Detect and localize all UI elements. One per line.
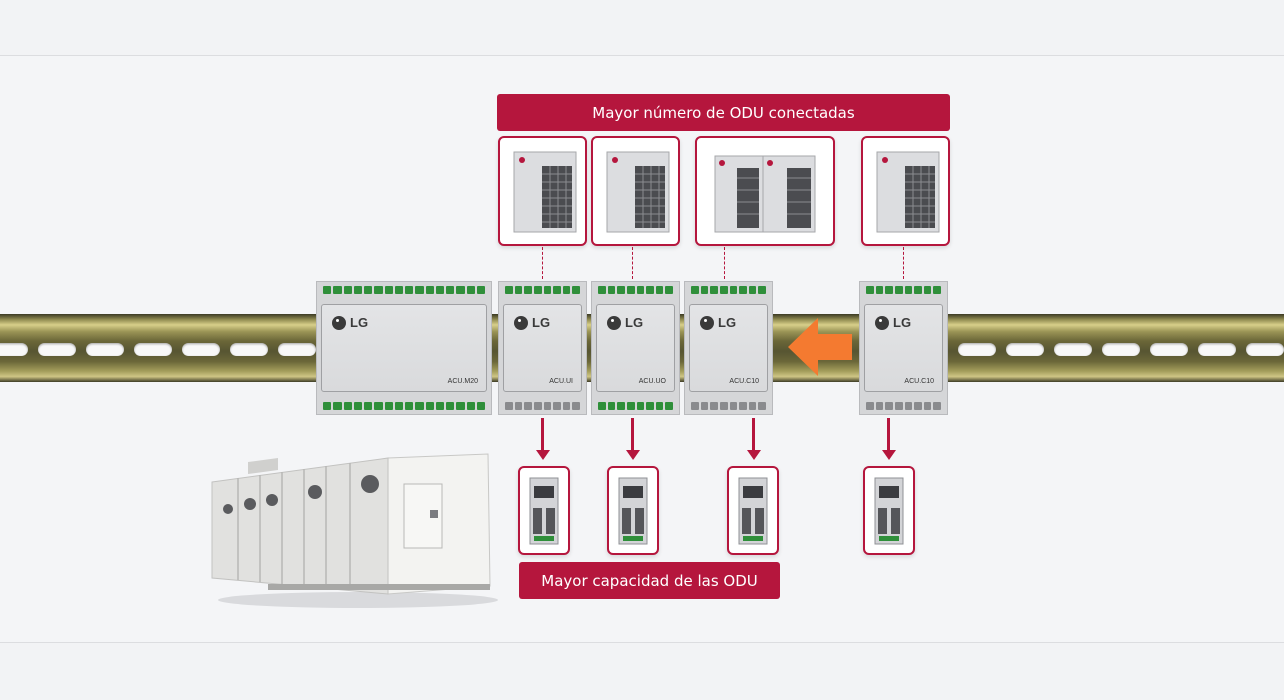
controller-acu-ui: LG ACU.UI (498, 281, 587, 415)
rail-slot (1150, 343, 1188, 356)
kit-box-4 (863, 466, 915, 555)
rail-slot (134, 343, 172, 356)
rail-slot (86, 343, 124, 356)
down-arrow-1-head (536, 450, 550, 460)
lg-logo: LG (514, 315, 550, 330)
connector-dashed-1 (542, 247, 543, 279)
controller-model: ACU.C10 (904, 378, 934, 385)
kit-box-3 (727, 466, 779, 555)
top-banner: Mayor número de ODU conectadas (497, 94, 950, 131)
controller-acu-c10-extra: LG ACU.C10 (859, 281, 948, 415)
controller-model: ACU.C10 (729, 378, 759, 385)
outdoor-unit-icon (513, 151, 577, 233)
controller-model: ACU.UO (638, 378, 666, 385)
down-arrow-4 (887, 418, 890, 450)
connector-dashed-2 (632, 247, 633, 279)
rail-slot (0, 343, 28, 356)
air-handling-unit-icon (211, 453, 498, 608)
expansion-kit-icon (738, 477, 768, 545)
down-arrow-2-head (626, 450, 640, 460)
odu-box-1 (498, 136, 587, 246)
odu-box-4 (861, 136, 950, 246)
outdoor-unit-icon (876, 151, 940, 233)
expansion-kit-icon (529, 477, 559, 545)
down-arrow-1 (541, 418, 544, 450)
odu-box-2 (591, 136, 680, 246)
rail-slot (182, 343, 220, 356)
connector-dashed-4 (903, 247, 904, 279)
down-arrow-4-head (882, 450, 896, 460)
connector-dashed-3 (724, 247, 725, 279)
kit-box-2 (607, 466, 659, 555)
bottom-banner-label: Mayor capacidad de las ODU (541, 571, 758, 590)
kit-box-1 (518, 466, 570, 555)
lg-logo: LG (875, 315, 911, 330)
rail-slot (958, 343, 996, 356)
expansion-kit-icon (618, 477, 648, 545)
lg-logo: LG (607, 315, 643, 330)
bottom-banner: Mayor capacidad de las ODU (519, 562, 780, 599)
outdoor-unit-icon (606, 151, 670, 233)
rail-slot (1198, 343, 1236, 356)
lg-logo: LG (332, 315, 368, 330)
rail-slot (1246, 343, 1284, 356)
top-banner-label: Mayor número de ODU conectadas (592, 103, 855, 122)
expansion-kit-icon (874, 477, 904, 545)
rail-slot (278, 343, 316, 356)
controller-model: ACU.M20 (447, 378, 478, 385)
controller-model: ACU.UI (549, 378, 573, 385)
down-arrow-3-head (747, 450, 761, 460)
rail-slot (1006, 343, 1044, 356)
rail-slot (38, 343, 76, 356)
rail-slot (1102, 343, 1140, 356)
odu-box-3 (695, 136, 835, 246)
rail-slot (1054, 343, 1092, 356)
down-arrow-2 (631, 418, 634, 450)
controller-acu-m20: LG ACU.M20 (316, 281, 492, 415)
controller-acu-uo: LG ACU.UO (591, 281, 680, 415)
outdoor-unit-icon (714, 155, 816, 233)
down-arrow-3 (752, 418, 755, 450)
orange-left-arrow-icon (788, 318, 852, 376)
lg-logo: LG (700, 315, 736, 330)
controller-acu-c10: LG ACU.C10 (684, 281, 773, 415)
rail-slot (230, 343, 268, 356)
